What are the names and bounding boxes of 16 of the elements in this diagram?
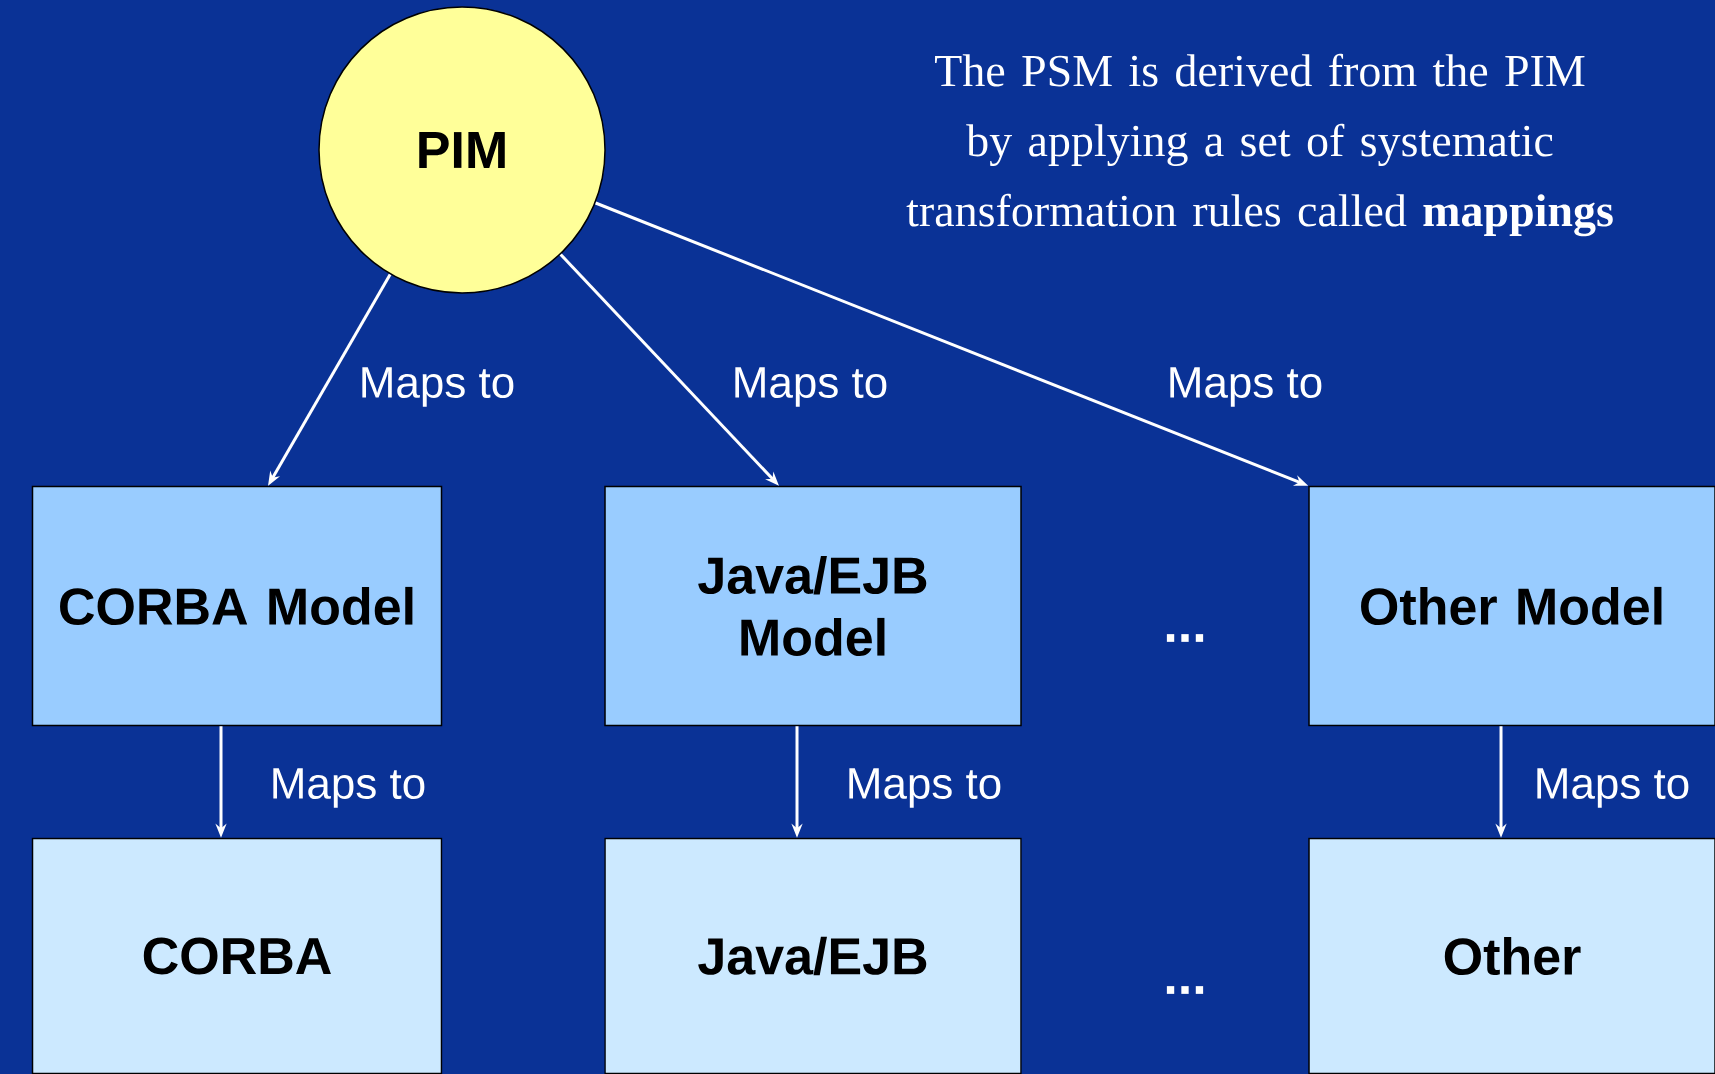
ellipsis: ...	[1166, 986, 1204, 994]
platform-box: Java/EJB	[604, 837, 1022, 1074]
edge-label: Maps to	[1537, 768, 1689, 808]
model-box: Other Model	[1308, 485, 1715, 727]
edge-label: Maps to	[849, 768, 1001, 808]
ellipsis: ...	[1166, 634, 1204, 642]
edge-label: Maps to	[1170, 367, 1322, 407]
platform-box: CORBA	[31, 837, 443, 1074]
edge-label: Maps to	[362, 367, 514, 407]
description-text: The PSM is derived from the PIM by applying a set of systematic transformation rules called mappings	[906, 53, 1613, 237]
model-box: Java/EJB Model	[604, 485, 1022, 727]
edge-label: Maps to	[735, 367, 887, 407]
circle-node: PIM	[318, 6, 606, 294]
edge-label: Maps to	[273, 768, 425, 808]
model-box: CORBA Model	[31, 485, 443, 727]
platform-box: Other	[1308, 837, 1715, 1074]
